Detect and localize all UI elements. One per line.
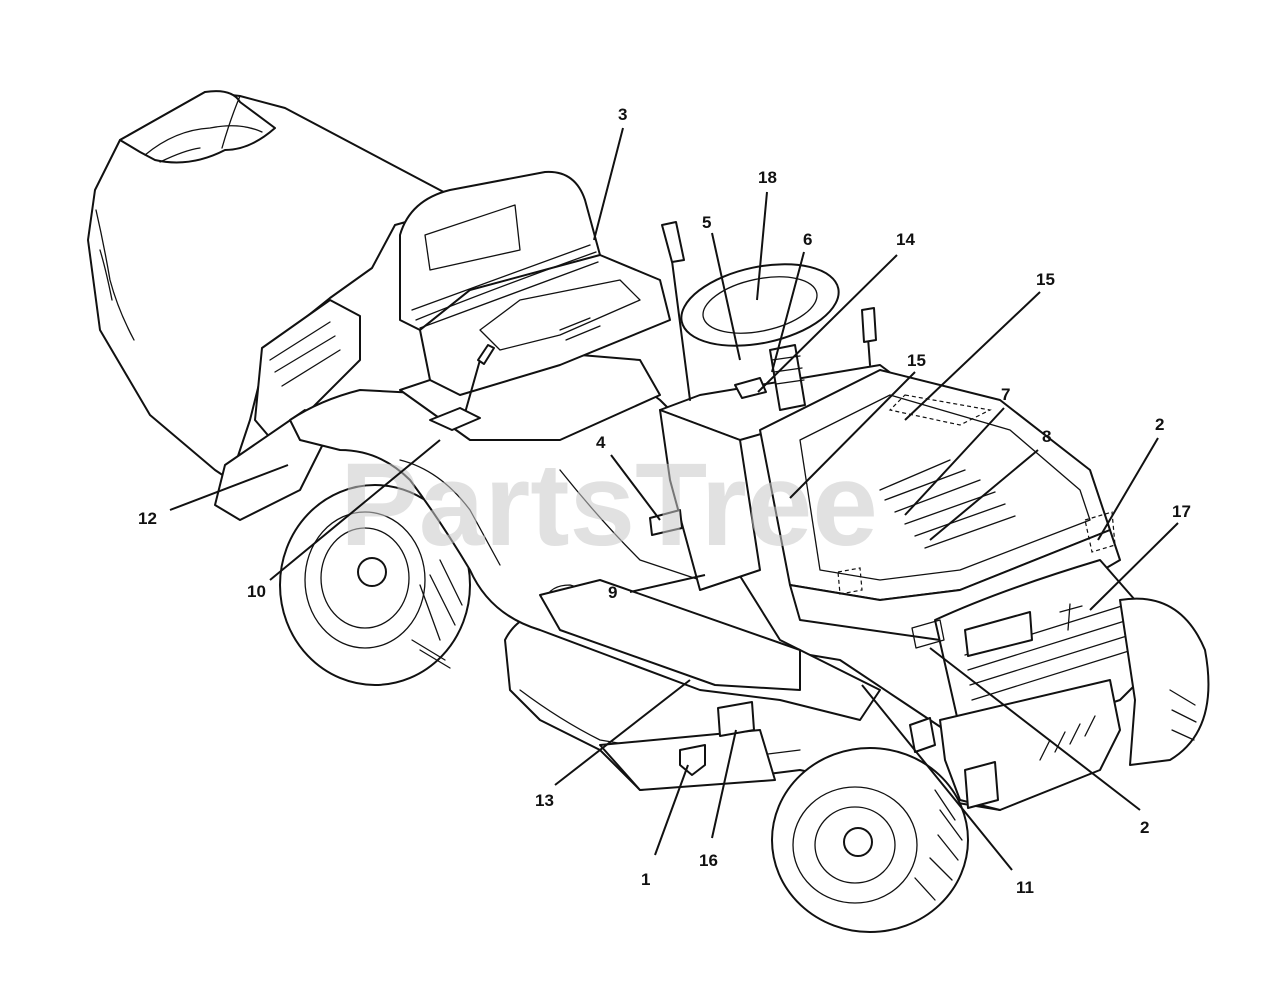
callout-3: 3 bbox=[618, 105, 627, 124]
front-wheel-right bbox=[1119, 597, 1210, 766]
callout-12: 12 bbox=[138, 509, 157, 528]
watermark: PartsTree bbox=[340, 439, 878, 571]
callout-5: 5 bbox=[702, 213, 711, 232]
decal-16 bbox=[717, 701, 755, 737]
callout-14: 14 bbox=[896, 230, 915, 249]
callout-2-top: 2 bbox=[1155, 415, 1164, 434]
rear-wheel bbox=[279, 484, 471, 686]
front-bumper bbox=[909, 679, 1121, 811]
callout-15-mid: 15 bbox=[907, 351, 926, 370]
seat bbox=[399, 170, 671, 421]
callout-2-bottom: 2 bbox=[1140, 818, 1149, 837]
callouts: 3 18 5 6 14 15 15 7 8 2 17 4 9 12 10 13 … bbox=[138, 105, 1191, 897]
callout-16: 16 bbox=[699, 851, 718, 870]
callout-18: 18 bbox=[758, 168, 777, 187]
callout-8: 8 bbox=[1042, 427, 1051, 446]
callout-17: 17 bbox=[1172, 502, 1191, 521]
callout-10: 10 bbox=[247, 582, 266, 601]
callout-11: 11 bbox=[1016, 878, 1034, 897]
front-wheel-left bbox=[771, 747, 969, 933]
leader-lines bbox=[169, 127, 1179, 871]
callout-13: 13 bbox=[535, 791, 554, 810]
callout-6: 6 bbox=[803, 230, 812, 249]
callout-9: 9 bbox=[608, 583, 617, 602]
callout-1: 1 bbox=[641, 870, 650, 889]
dash-steering bbox=[659, 221, 901, 591]
callout-7: 7 bbox=[1001, 385, 1010, 404]
decal-10 bbox=[429, 407, 481, 431]
callout-15-top: 15 bbox=[1036, 270, 1055, 289]
callout-4: 4 bbox=[596, 433, 606, 452]
